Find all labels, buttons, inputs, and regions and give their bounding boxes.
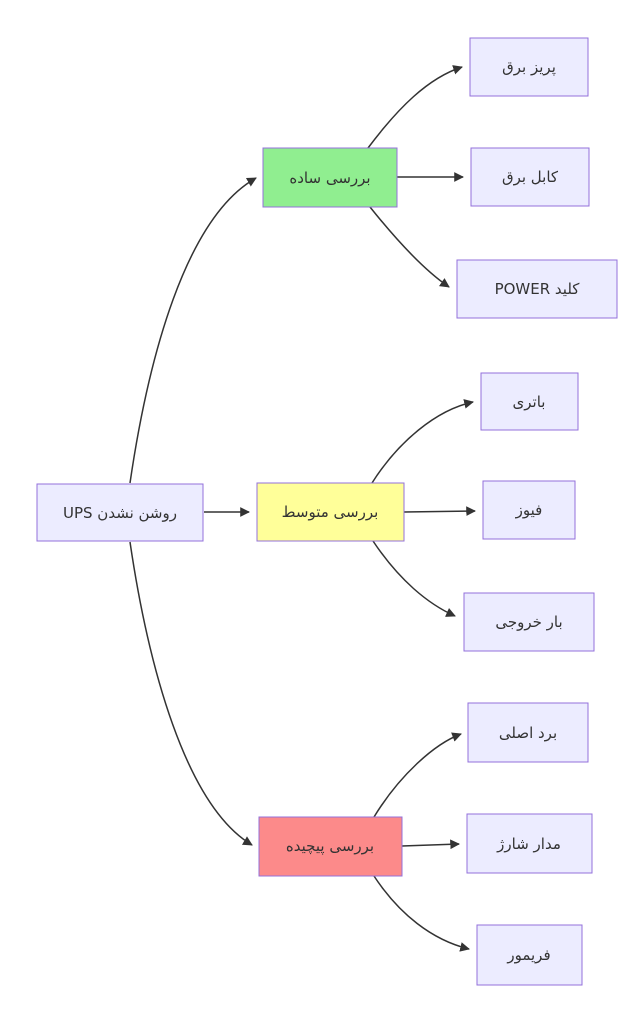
node-firmware: فریمور: [476, 924, 583, 986]
edge-complex-charge-circuit: [401, 839, 460, 850]
node-main-board-label: برد اصلی: [499, 724, 557, 742]
node-medium-check-box: [256, 482, 405, 542]
node-root-box: [36, 483, 204, 542]
node-firmware-label: فریمور: [506, 946, 550, 964]
edge-complex-firmware: [373, 875, 470, 952]
node-power-button: کلید POWER: [456, 259, 618, 319]
node-charge-circuit: مدار شارژ: [466, 813, 593, 874]
node-medium-check: بررسی متوسط: [256, 482, 405, 542]
node-output-load-label: بار خروجی: [495, 613, 562, 631]
node-complex-check-label: بررسی پیچیده: [286, 837, 374, 856]
node-complex-check: بررسی پیچیده: [258, 816, 403, 877]
node-power-cable-box: [470, 147, 590, 207]
edge-root-complex: [129, 541, 253, 846]
node-firmware-box: [476, 924, 583, 986]
edge-medium-battery: [371, 399, 474, 484]
node-charge-circuit-label: مدار شارژ: [496, 835, 561, 853]
node-fuse-box: [482, 480, 576, 540]
node-fuse: فیوز: [482, 480, 576, 540]
edge-layer: [129, 65, 476, 952]
node-simple-check: بررسی ساده: [262, 147, 398, 208]
edge-simple-outlet: [367, 65, 463, 149]
node-power-cable: کابل برق: [470, 147, 590, 207]
node-root-label: روشن نشدن UPS: [63, 504, 177, 522]
node-power-button-box: [456, 259, 618, 319]
node-simple-check-label: بررسی ساده: [289, 169, 370, 187]
node-power-cable-label: کابل برق: [502, 168, 559, 186]
edge-complex-main-board: [373, 732, 462, 818]
node-fuse-label: فیوز: [515, 501, 543, 519]
node-main-board-box: [467, 702, 589, 763]
node-complex-check-box: [258, 816, 403, 877]
edge-medium-fuse: [403, 506, 476, 516]
node-simple-check-box: [262, 147, 398, 208]
node-medium-check-label: بررسی متوسط: [282, 503, 379, 521]
node-power-button-label: کلید POWER: [495, 280, 581, 298]
node-battery-label: باتری: [513, 393, 546, 411]
edge-root-simple: [129, 177, 257, 484]
edge-simple-power-button: [369, 206, 450, 288]
node-output-load-box: [463, 592, 595, 652]
node-charge-circuit-box: [466, 813, 593, 874]
node-power-outlet-label: پریز برق: [502, 58, 556, 77]
node-output-load: بار خروجی: [463, 592, 595, 652]
node-battery: باتری: [480, 372, 579, 431]
node-power-outlet: پریز برق: [469, 37, 589, 97]
node-battery-box: [480, 372, 579, 431]
node-main-board: برد اصلی: [467, 702, 589, 763]
edge-medium-output-load: [372, 540, 456, 617]
node-power-outlet-box: [469, 37, 589, 97]
node-root: روشن نشدن UPS: [36, 483, 204, 542]
